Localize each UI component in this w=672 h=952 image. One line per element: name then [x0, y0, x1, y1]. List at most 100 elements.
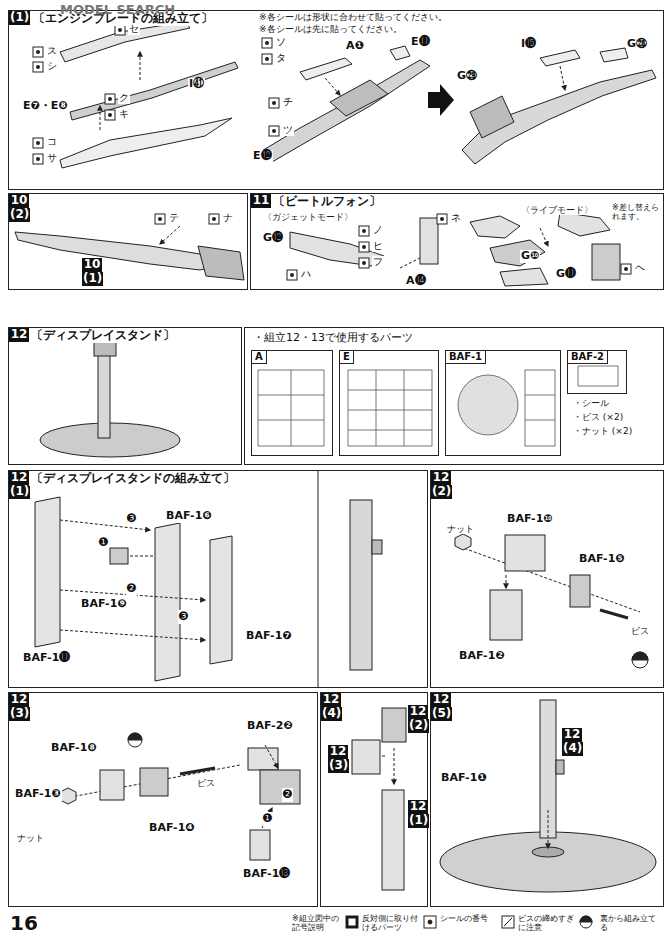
assembly-arrow [428, 84, 454, 116]
part-number: I㊶ [188, 78, 205, 91]
engine-blade-assembled [462, 48, 656, 164]
stand-bars-shape [130, 556, 155, 557]
beetle-phone [290, 212, 620, 286]
stand-head-shape [262, 808, 272, 828]
part-note: ナット [446, 524, 475, 534]
legend-icons-shape [346, 916, 358, 928]
sticker-letter: サ [46, 152, 58, 164]
sticker-icons-shape [118, 28, 122, 32]
runner-letter: BAF-1 [446, 351, 486, 364]
step-panel: ・組立12・13で使用するパーツAEBAF-1BAF-2 [244, 327, 664, 465]
sticker-letter: ク [118, 92, 130, 104]
part-number: BAF-1❻ [165, 510, 213, 523]
sticker-icons-shape [262, 54, 272, 64]
runner-box: A [251, 350, 333, 456]
stand-stack-shape [352, 740, 380, 774]
runner-letter: BAF-2 [568, 351, 608, 364]
beetle-phone-shape [400, 258, 420, 268]
order-number: ❶ [98, 536, 109, 550]
part-note: 〈ライブモード〉 [520, 205, 594, 215]
part-number: G㉙ [456, 70, 478, 83]
part-number: BAF-1❾ [80, 598, 128, 611]
stand-final [440, 700, 656, 892]
sticker-letter: シ [46, 60, 58, 72]
stand-stack-shape [382, 756, 386, 757]
runner-grid-shape [258, 370, 324, 446]
legend-icons-shape [504, 918, 512, 926]
part-number: G㉘ [626, 38, 648, 51]
runner-box: BAF-1 [445, 350, 561, 456]
sticker-letter: ソ [275, 36, 287, 48]
runner-grid-shape [348, 410, 432, 411]
stand-joint-shape [570, 575, 590, 607]
order-number: ❶ [262, 812, 273, 826]
sticker-icons-shape [212, 217, 216, 221]
step-number: (2) [431, 485, 452, 499]
beetle-phone-shape [592, 244, 620, 280]
engine-blade-body-shape [390, 46, 410, 60]
sticker-icons-shape [362, 245, 366, 249]
beetle-phone-shape [490, 240, 545, 266]
sticker-icons-shape [621, 264, 631, 274]
legend-text: 裏から組み立てる [600, 914, 660, 932]
sticker-icons-shape [36, 141, 40, 145]
stand-joint-shape [632, 652, 648, 660]
part-number: BAF-2❷ [246, 720, 294, 733]
stand-head-shape [140, 768, 168, 796]
runner-grid-shape [525, 420, 555, 421]
part-number: G⓫ [555, 268, 577, 281]
stand-joint-shape [600, 610, 628, 618]
step-number: 10 [9, 194, 29, 208]
sticker-icons-shape [36, 50, 40, 54]
step-number: 12 [431, 471, 451, 485]
big-sword [15, 226, 244, 280]
sticker-icons-shape [290, 273, 294, 277]
runner-grid-shape [525, 370, 555, 446]
legend-icons-shape [580, 916, 592, 922]
stand-joint-shape [455, 545, 640, 612]
engine-blade-assembled-shape [470, 96, 514, 138]
sticker-letter: ヘ [634, 262, 646, 274]
page-number: 16 [10, 912, 38, 935]
step-number: 12 [562, 728, 582, 742]
step-panel: (1)〔エンジンブレードの組み立て〕※各シールは形状に合わせて貼ってください。※… [8, 10, 664, 190]
note-text: ※差し替えられます。 [612, 203, 660, 221]
step-panel: 12〔ディスプレイスタンド〕 [8, 327, 242, 465]
sticker-icons-shape [437, 214, 447, 224]
sticker-letter: ノ [372, 224, 384, 236]
beetle-phone-shape [470, 216, 520, 238]
step-number: (3) [328, 759, 349, 773]
stand-overview-shape [94, 342, 116, 356]
sticker-icons-shape [269, 98, 279, 108]
stand-head-shape [180, 768, 215, 774]
legend-text: 反対側に取り付けるパーツ [362, 914, 422, 932]
sticker-letter: チ [282, 96, 294, 108]
step-number: (1) [408, 814, 429, 828]
sticker-icons-shape [108, 97, 112, 101]
sticker-icons-shape [33, 47, 43, 57]
step-number: (2) [9, 208, 30, 222]
sticker-icons-shape [265, 41, 269, 45]
engine-blade-parts-shape [100, 106, 101, 130]
step-number: (3) [9, 707, 30, 721]
sticker-icons-shape [272, 129, 276, 133]
sticker-icons-shape [158, 217, 162, 221]
stand-final-shape [532, 847, 564, 857]
sticker-letter: テ [168, 212, 180, 224]
big-sword-shape [198, 246, 244, 280]
runner-grid-shape [458, 375, 518, 435]
stand-final-shape [556, 760, 564, 774]
stand-head-shape [248, 748, 278, 770]
engine-blade-parts-shape [60, 22, 190, 62]
sticker-icons-shape [624, 267, 628, 271]
step-number: 11 [251, 194, 271, 208]
sticker-icons-shape [105, 94, 115, 104]
stand-head-shape [265, 745, 278, 768]
step-number: 12 [328, 745, 348, 759]
part-number: BAF-1❼ [245, 630, 293, 643]
stand-joint-shape [490, 590, 522, 640]
part-number: BAF-1❷ [458, 650, 506, 663]
section-heading: 〔ディスプレイスタンド〕 [29, 329, 177, 343]
runner-grid-shape [376, 370, 377, 446]
sticker-icons-shape [262, 38, 272, 48]
